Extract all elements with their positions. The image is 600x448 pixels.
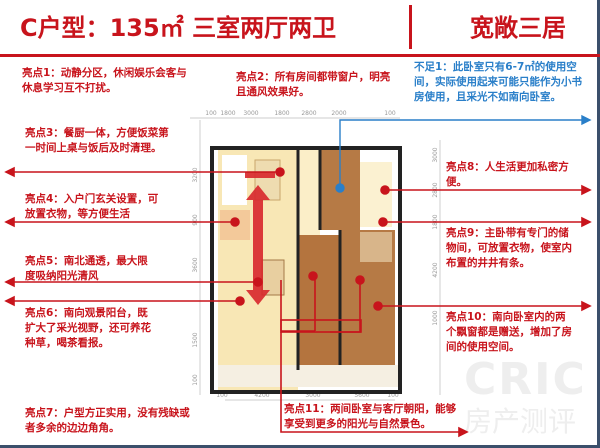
- storage-room: [360, 232, 392, 262]
- dimension-label: 100: [192, 374, 199, 386]
- dimension-label: 1500: [192, 332, 199, 347]
- rooms: [210, 146, 402, 394]
- highlight-4: 亮点4：入户门玄关设置，可放置衣物，等方便生活: [25, 193, 159, 220]
- dimension-label: 5600: [354, 392, 369, 399]
- shortcoming-1: 不足1：此卧室只有6-7㎡的使用空间，实际使用起来可能只能作为小书房使用，且采光…: [414, 61, 582, 103]
- slogan: 宽敞三居: [470, 14, 566, 42]
- dimension-label: 3000: [432, 147, 439, 162]
- bathroom: [360, 162, 392, 227]
- flow-arrows: [245, 172, 275, 305]
- highlight-8: 亮点8：人生活更加私密方便。: [446, 161, 569, 188]
- shortcoming-arrow: [335, 114, 592, 193]
- dimension-label: 1000: [432, 310, 439, 325]
- dimension-label: 4200: [254, 392, 269, 399]
- dimension-label: 3000: [305, 392, 320, 399]
- dimension-label: 3000: [243, 110, 258, 117]
- highlight-10: 亮点10：南向卧室内的两个飘窗都是赠送，增加了房间的使用空间。: [446, 311, 572, 353]
- dimension-label: 100: [384, 110, 396, 117]
- highlight-5: 亮点5：南北通透，最大限度吸纳阳光清风: [25, 255, 148, 282]
- dimension-label: 1800: [274, 110, 289, 117]
- page-title: C户型：135㎡ 三室两厅两卫: [20, 14, 337, 42]
- kitchen: [222, 155, 247, 205]
- dimension-label: 900: [192, 214, 199, 226]
- watermark-logo: CRIC: [464, 354, 587, 405]
- highlight-6: 亮点6：南向观景阳台，既扩大了采光视野，还可养花种草，喝茶看报。: [25, 307, 151, 349]
- callout-arrows: [4, 166, 592, 438]
- dimension-label: 3200: [192, 167, 199, 182]
- corridor: [298, 150, 320, 235]
- dimension-label: 100: [387, 392, 399, 399]
- highlight-7: 亮点7：户型方正实用，没有残缺或者多余的边边角角。: [25, 407, 190, 434]
- dimension-label: 4200: [432, 262, 439, 277]
- dimension-label: 100: [205, 110, 217, 117]
- dimension-label: 100: [216, 392, 228, 399]
- second-bedroom: [298, 235, 340, 365]
- dimension-label: 2000: [331, 110, 346, 117]
- dimension-label: 3600: [192, 257, 199, 272]
- highlight-9: 亮点9：主卧带有专门的储物间，可放置衣物，使室内布置的井井有条。: [446, 227, 572, 269]
- dimension-lines: [190, 117, 441, 401]
- title-divider: [409, 5, 412, 49]
- dimension-label: 1800: [220, 110, 235, 117]
- dimension-label: 2800: [301, 110, 316, 117]
- highlight-3: 亮点3：餐厨一体，方便饭菜第一时间上桌与饭后及时清理。: [25, 127, 169, 154]
- header-rule: [0, 54, 600, 57]
- highlight-2: 亮点2：所有房间都带窗户，明亮且通风效果好。: [236, 71, 391, 98]
- watermark-text: 房产测评: [464, 405, 577, 438]
- highlight-1: 亮点1：动静分区，休闲娱乐会客与休息学习互不打扰。: [22, 67, 187, 94]
- outer-wall: [210, 146, 402, 394]
- balcony: [218, 365, 398, 387]
- highlight-11: 亮点11：两间卧室与客厅朝阳，能够享受到更多的阳光与自然景色。: [284, 403, 457, 430]
